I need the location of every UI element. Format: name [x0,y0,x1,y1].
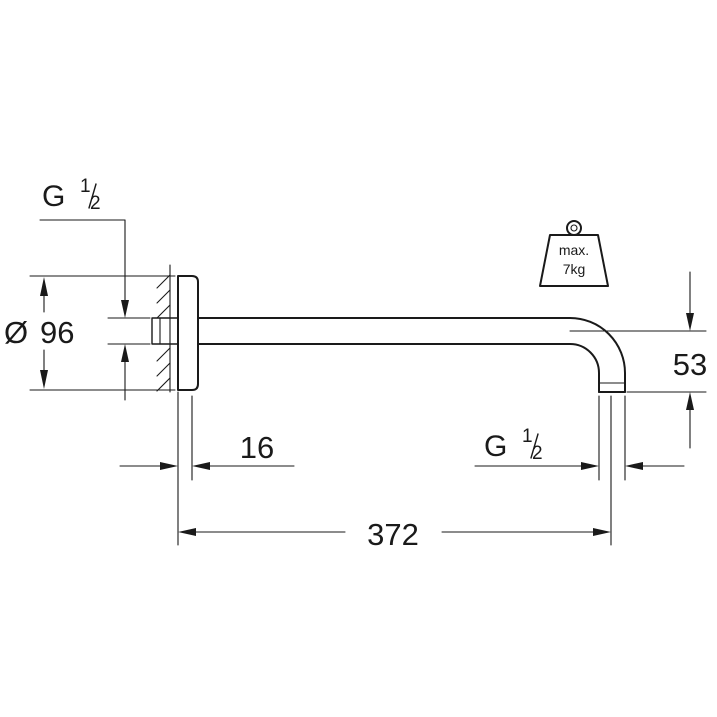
shower-arm [197,317,626,393]
svg-text:1: 1 [522,426,533,447]
svg-text:G: G [484,430,507,463]
diameter-dimension-line [40,277,48,389]
load-sign-line1: max. [559,242,589,258]
svg-text:G: G [42,180,65,213]
arrowhead [121,344,129,362]
load-weight-icon [539,220,609,287]
svg-text:1: 1 [80,176,91,197]
load-sign-line2: 7kg [563,261,586,277]
thread-label-right: G 1 2 [484,426,543,464]
wall-flange [177,275,199,391]
arrowhead [121,300,129,318]
svg-text:2: 2 [532,443,543,464]
thread-label-left: G 1 2 [42,176,101,214]
total-length-dimension [178,528,611,536]
thread-right-dimension [474,395,685,546]
total-length-value: 372 [367,517,419,552]
diameter-value: 96 [40,315,74,350]
diameter-extension-lines [29,275,176,391]
drop-height-dimension [569,271,707,449]
drop-height-value: 53 [673,347,707,382]
flange-depth-dimension [119,391,295,546]
flange-depth-value: 16 [240,430,274,465]
diameter-symbol: Ø [4,315,28,350]
wall-connector [151,317,179,345]
svg-text:2: 2 [90,193,101,214]
wall-hatching [156,264,171,393]
